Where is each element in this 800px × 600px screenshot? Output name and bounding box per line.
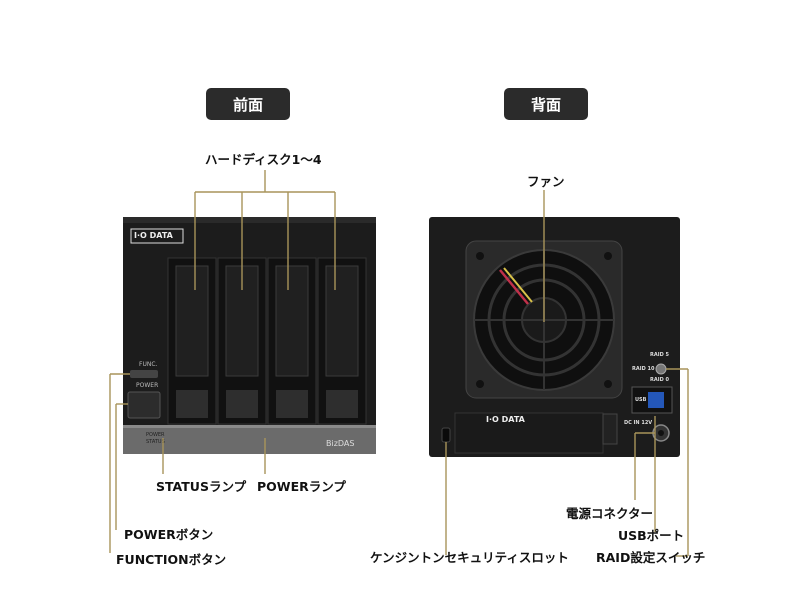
front-logo: I·O DATA xyxy=(134,231,173,240)
usb-label: USB xyxy=(635,397,647,403)
func-label: FUNC. xyxy=(139,361,158,368)
status-indicator-label: STATUS xyxy=(146,439,165,445)
raid-switch-label: RAID設定スイッチ xyxy=(596,550,706,565)
status-lamp-label: STATUSランプ xyxy=(156,479,247,494)
back-logo: I·O DATA xyxy=(486,415,525,424)
back-header: 背面 xyxy=(504,88,588,120)
front-header: 前面 xyxy=(206,88,290,120)
power-button-label: POWER xyxy=(136,382,159,389)
hdd-label: ハードディスク1〜4 xyxy=(205,152,322,167)
power-connector-label: 電源コネクター xyxy=(566,506,654,521)
power-indicator-label: POWER xyxy=(146,432,165,438)
raid5-label: RAID 5 xyxy=(650,352,669,358)
usb-port-label: USBポート xyxy=(618,528,685,543)
function-button-callout: FUNCTIONボタン xyxy=(116,552,227,567)
power-lamp-label: POWERランプ xyxy=(257,479,346,494)
power-button-callout: POWERボタン xyxy=(124,527,214,542)
kensington-label: ケンジントンセキュリティスロット xyxy=(370,550,569,565)
raid10-label: RAID 10 xyxy=(632,366,655,372)
dc-label: DC IN 12V xyxy=(624,420,653,426)
fan-label: ファン xyxy=(527,174,565,189)
raid0-label: RAID 0 xyxy=(650,377,669,383)
brand-label: BizDAS xyxy=(326,439,355,448)
hdd-bays xyxy=(167,257,367,425)
